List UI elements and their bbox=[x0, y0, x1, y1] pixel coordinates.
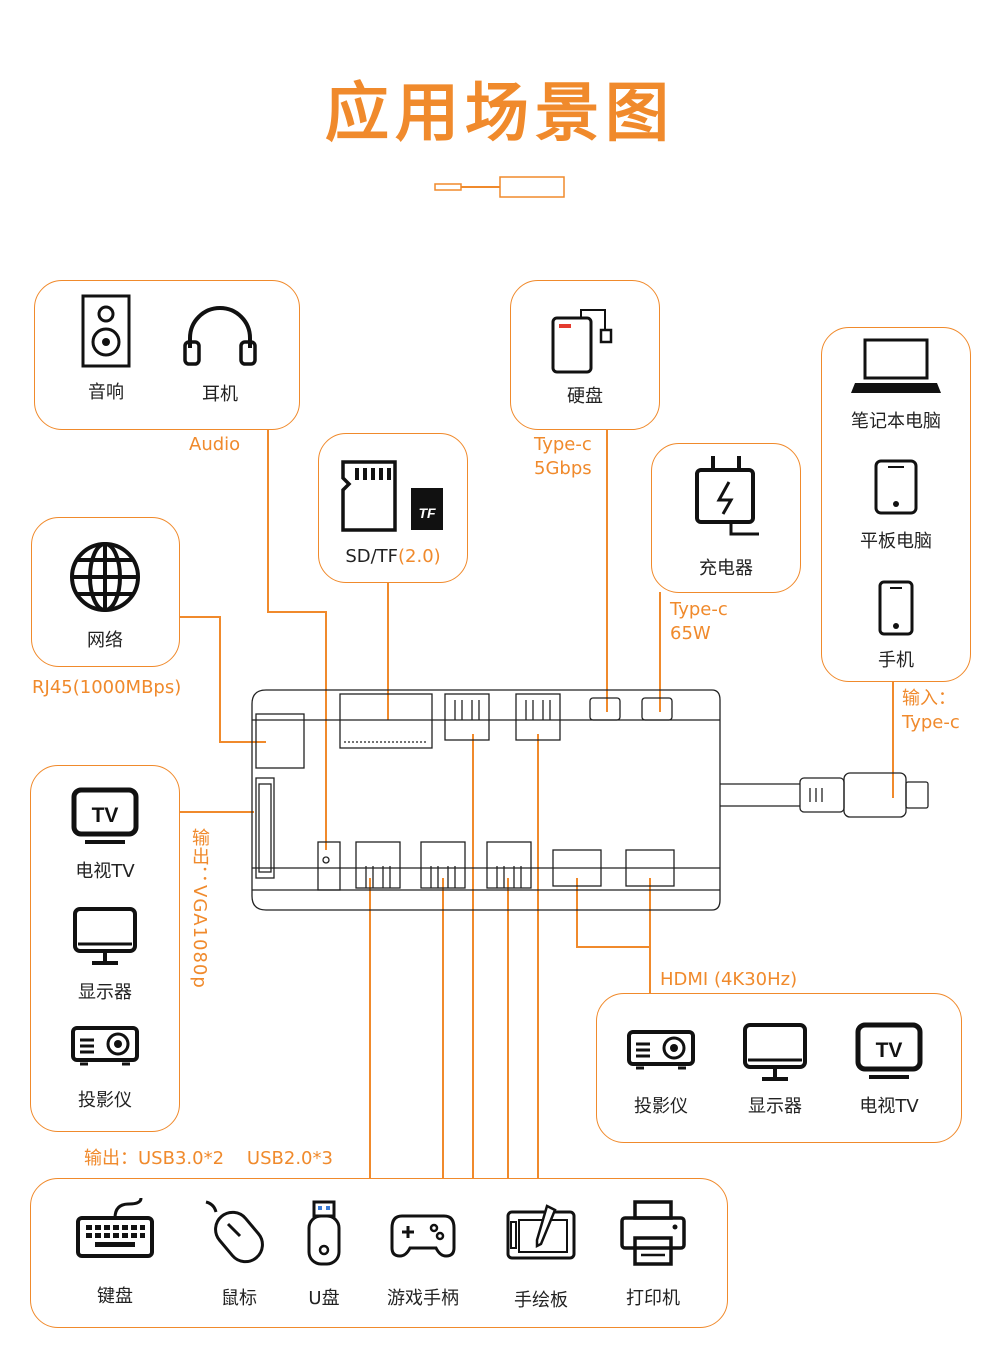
monitor-icon bbox=[73, 907, 137, 965]
usb-item-printer: 打印机 bbox=[598, 1200, 708, 1310]
input-port-line2: Type-c bbox=[902, 712, 960, 733]
hdmi-item-monitor: 显示器 bbox=[720, 1022, 830, 1118]
audio-item-headphones: 耳机 bbox=[172, 304, 268, 406]
drive-port-line1: Type-c bbox=[534, 434, 592, 455]
hdmi-item-projector: 投影仪 bbox=[606, 1026, 716, 1118]
vga-port-label: 输出：VGA1080p bbox=[189, 828, 210, 989]
printer-icon bbox=[620, 1200, 686, 1266]
input-item-laptop: 笔记本电脑 bbox=[826, 337, 966, 433]
vga-card bbox=[30, 765, 180, 1132]
vga-item-projector: 投影仪 bbox=[35, 1022, 175, 1112]
network-item: 网络 bbox=[40, 540, 170, 652]
tablet-label: 平板电脑 bbox=[860, 531, 932, 552]
vga-projector-label: 投影仪 bbox=[78, 1090, 132, 1111]
gamepad-label: 游戏手柄 bbox=[387, 1288, 459, 1309]
charger-port-line2: 65W bbox=[670, 623, 711, 644]
network-port-label: RJ45(1000MBps) bbox=[32, 677, 182, 698]
vga-tv-label: 电视TV bbox=[75, 861, 135, 882]
keyboard-label: 键盘 bbox=[97, 1286, 133, 1307]
sd-label-spec: (2.0) bbox=[398, 546, 441, 567]
usb-item-udisk: U盘 bbox=[284, 1200, 364, 1310]
sd-card-icon: TF bbox=[341, 460, 443, 532]
hard-drive-icon bbox=[551, 309, 613, 374]
charger-icon bbox=[695, 456, 759, 536]
tv-icon: TV bbox=[855, 1022, 923, 1079]
globe-icon bbox=[70, 542, 140, 612]
sd-label-main: SD/TF bbox=[345, 546, 399, 567]
drive-label: 硬盘 bbox=[567, 386, 603, 407]
drawing-tablet-icon bbox=[506, 1204, 576, 1260]
hdmi-item-tv: TV 电视TV bbox=[834, 1022, 944, 1118]
tablet-icon bbox=[874, 459, 918, 515]
page-title: 应用场景图 bbox=[325, 77, 675, 151]
svg-text:TF: TF bbox=[418, 505, 436, 521]
audio-item-speaker: 音响 bbox=[58, 294, 154, 404]
speaker-label: 音响 bbox=[88, 382, 124, 403]
usb-card bbox=[30, 1178, 728, 1328]
input-item-phone: 手机 bbox=[826, 580, 966, 672]
sd-item: TF SD/TF(2.0) bbox=[326, 460, 460, 567]
vga-item-tv: TV 电视TV bbox=[35, 787, 175, 883]
charger-port-label: Type-c 65W bbox=[670, 598, 728, 646]
drive-card bbox=[510, 280, 660, 430]
usb-item-drawing-tablet: 手绘板 bbox=[486, 1204, 596, 1312]
charger-item: 充电器 bbox=[661, 454, 791, 580]
phone-icon bbox=[878, 580, 914, 636]
input-item-tablet: 平板电脑 bbox=[826, 459, 966, 553]
sd-label: SD/TF(2.0) bbox=[326, 546, 460, 567]
mouse-label: 鼠标 bbox=[221, 1288, 257, 1309]
svg-text:TV: TV bbox=[92, 804, 119, 827]
usb-item-keyboard: 键盘 bbox=[60, 1196, 170, 1308]
input-port-line1: 输入： bbox=[902, 688, 956, 709]
laptop-icon bbox=[851, 338, 941, 393]
laptop-label: 笔记本电脑 bbox=[851, 411, 941, 432]
printer-label: 打印机 bbox=[626, 1288, 680, 1309]
vga-item-monitor: 显示器 bbox=[35, 906, 175, 1004]
usb-item-gamepad: 游戏手柄 bbox=[368, 1210, 478, 1310]
projector-icon bbox=[627, 1030, 695, 1070]
charger-port-line1: Type-c bbox=[670, 599, 728, 620]
drive-item: 硬盘 bbox=[520, 304, 650, 408]
phone-label: 手机 bbox=[878, 650, 914, 671]
drawing-tablet-label: 手绘板 bbox=[514, 1290, 568, 1311]
hdmi-tv-label: 电视TV bbox=[859, 1096, 919, 1117]
usb-drive-icon bbox=[307, 1200, 341, 1266]
hdmi-port-label: HDMI (4K30Hz) bbox=[660, 969, 798, 990]
drive-port-label: Type-c 5Gbps bbox=[534, 433, 592, 481]
gamepad-icon bbox=[390, 1214, 456, 1258]
vga-monitor-label: 显示器 bbox=[78, 982, 132, 1003]
headphones-label: 耳机 bbox=[202, 384, 238, 405]
usb-port-label: 输出：USB3.0*2 USB2.0*3 bbox=[84, 1148, 333, 1169]
drive-port-line2: 5Gbps bbox=[534, 458, 592, 479]
network-label: 网络 bbox=[87, 630, 123, 651]
svg-text:TV: TV bbox=[876, 1039, 903, 1062]
udisk-label: U盘 bbox=[308, 1288, 340, 1309]
charger-label: 充电器 bbox=[699, 558, 753, 579]
headphones-icon bbox=[183, 306, 257, 366]
projector-icon bbox=[71, 1026, 139, 1066]
speaker-icon bbox=[81, 294, 131, 368]
usb-hub-device bbox=[251, 689, 929, 911]
tv-icon: TV bbox=[71, 787, 139, 844]
keyboard-icon bbox=[76, 1197, 154, 1258]
audio-port-label: Audio bbox=[189, 434, 241, 455]
hdmi-monitor-label: 显示器 bbox=[748, 1096, 802, 1117]
monitor-icon bbox=[743, 1023, 807, 1081]
mouse-icon bbox=[205, 1200, 264, 1264]
usb-item-mouse: 鼠标 bbox=[184, 1200, 294, 1310]
hdmi-projector-label: 投影仪 bbox=[634, 1096, 688, 1117]
title-cable-decoration bbox=[434, 176, 565, 198]
input-port-label: 输入： Type-c bbox=[902, 687, 960, 735]
